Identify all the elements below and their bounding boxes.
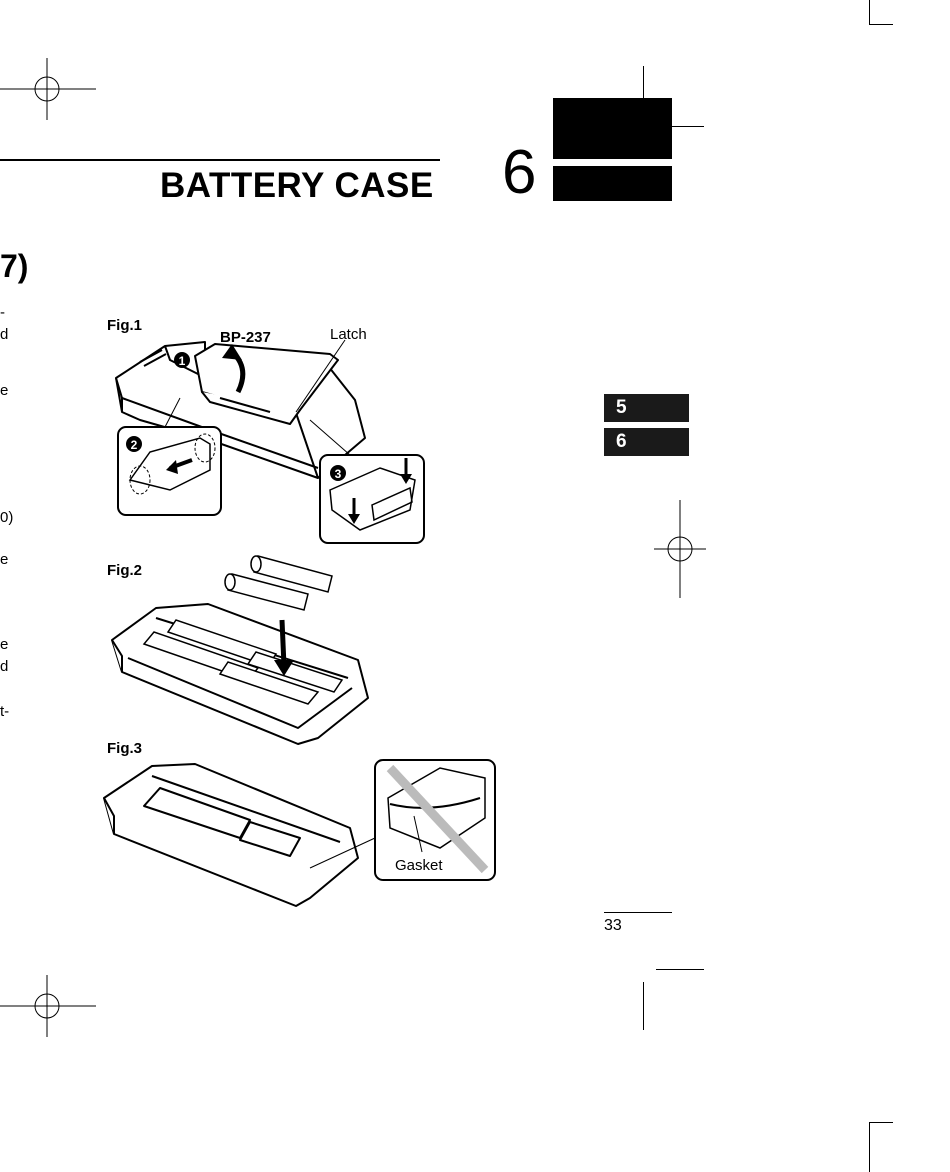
section-tab-label: 6 (616, 431, 627, 452)
insert-arrow (279, 619, 287, 667)
section-number: 6 (502, 138, 537, 207)
inset-3-frame (319, 454, 425, 544)
latch-pointer (295, 339, 346, 413)
fig1-illustration: 1 2 3 BP-237 Latch (115, 326, 425, 544)
section-tab-block-top (553, 98, 672, 159)
fig1-label: Fig.1 (107, 317, 143, 334)
step-3-number: 3 (335, 467, 342, 481)
registration-mark-right (654, 500, 706, 598)
registration-mark-bottom-left (0, 975, 96, 1037)
edge-fragment: e (0, 382, 9, 399)
page-title: BATTERY CASE (160, 166, 434, 205)
section-rule (0, 159, 440, 161)
section-tab-block-bottom (553, 166, 672, 201)
step-1-number: 1 (179, 354, 186, 368)
fig2-illustration (111, 555, 369, 745)
edge-fragment: - (0, 304, 5, 321)
fig3-illustration: Gasket (103, 759, 496, 907)
gasket-label: Gasket (395, 857, 443, 874)
battery-pack-drawing (194, 343, 339, 425)
step-2-badge (126, 436, 142, 452)
edge-fragment: 0) (0, 509, 14, 526)
gasket-pointer (413, 815, 423, 853)
bp-237-label: BP-237 (220, 329, 271, 346)
loose-cells (224, 555, 333, 611)
insert-arrow-head (274, 660, 294, 676)
edge-fragment: e (0, 636, 9, 653)
latch-label: Latch (330, 326, 367, 343)
prohibited-mark (386, 764, 489, 874)
step-3-badge (330, 465, 346, 481)
installed-cells (142, 619, 344, 705)
fig3-label: Fig.3 (107, 740, 143, 757)
lift-arrow-head (222, 344, 242, 360)
page-number-rule (604, 912, 672, 913)
step-1-badge (174, 352, 190, 368)
edge-fragment: d (0, 326, 9, 343)
edge-fragment: d (0, 658, 9, 675)
fig2-label: Fig.2 (107, 562, 143, 579)
registration-mark-top-left (0, 58, 96, 120)
partial-heading: 7) (0, 248, 29, 284)
section-tab-label: 5 (616, 397, 627, 418)
edge-fragment: t- (0, 703, 10, 720)
page-number: 33 (604, 917, 622, 934)
step-2-number: 2 (131, 438, 138, 452)
section-tab-6: 6 (604, 428, 689, 456)
section-tab-5: 5 (604, 394, 689, 422)
edge-fragment: e (0, 551, 9, 568)
battery-case-closed-drawing (103, 763, 359, 907)
